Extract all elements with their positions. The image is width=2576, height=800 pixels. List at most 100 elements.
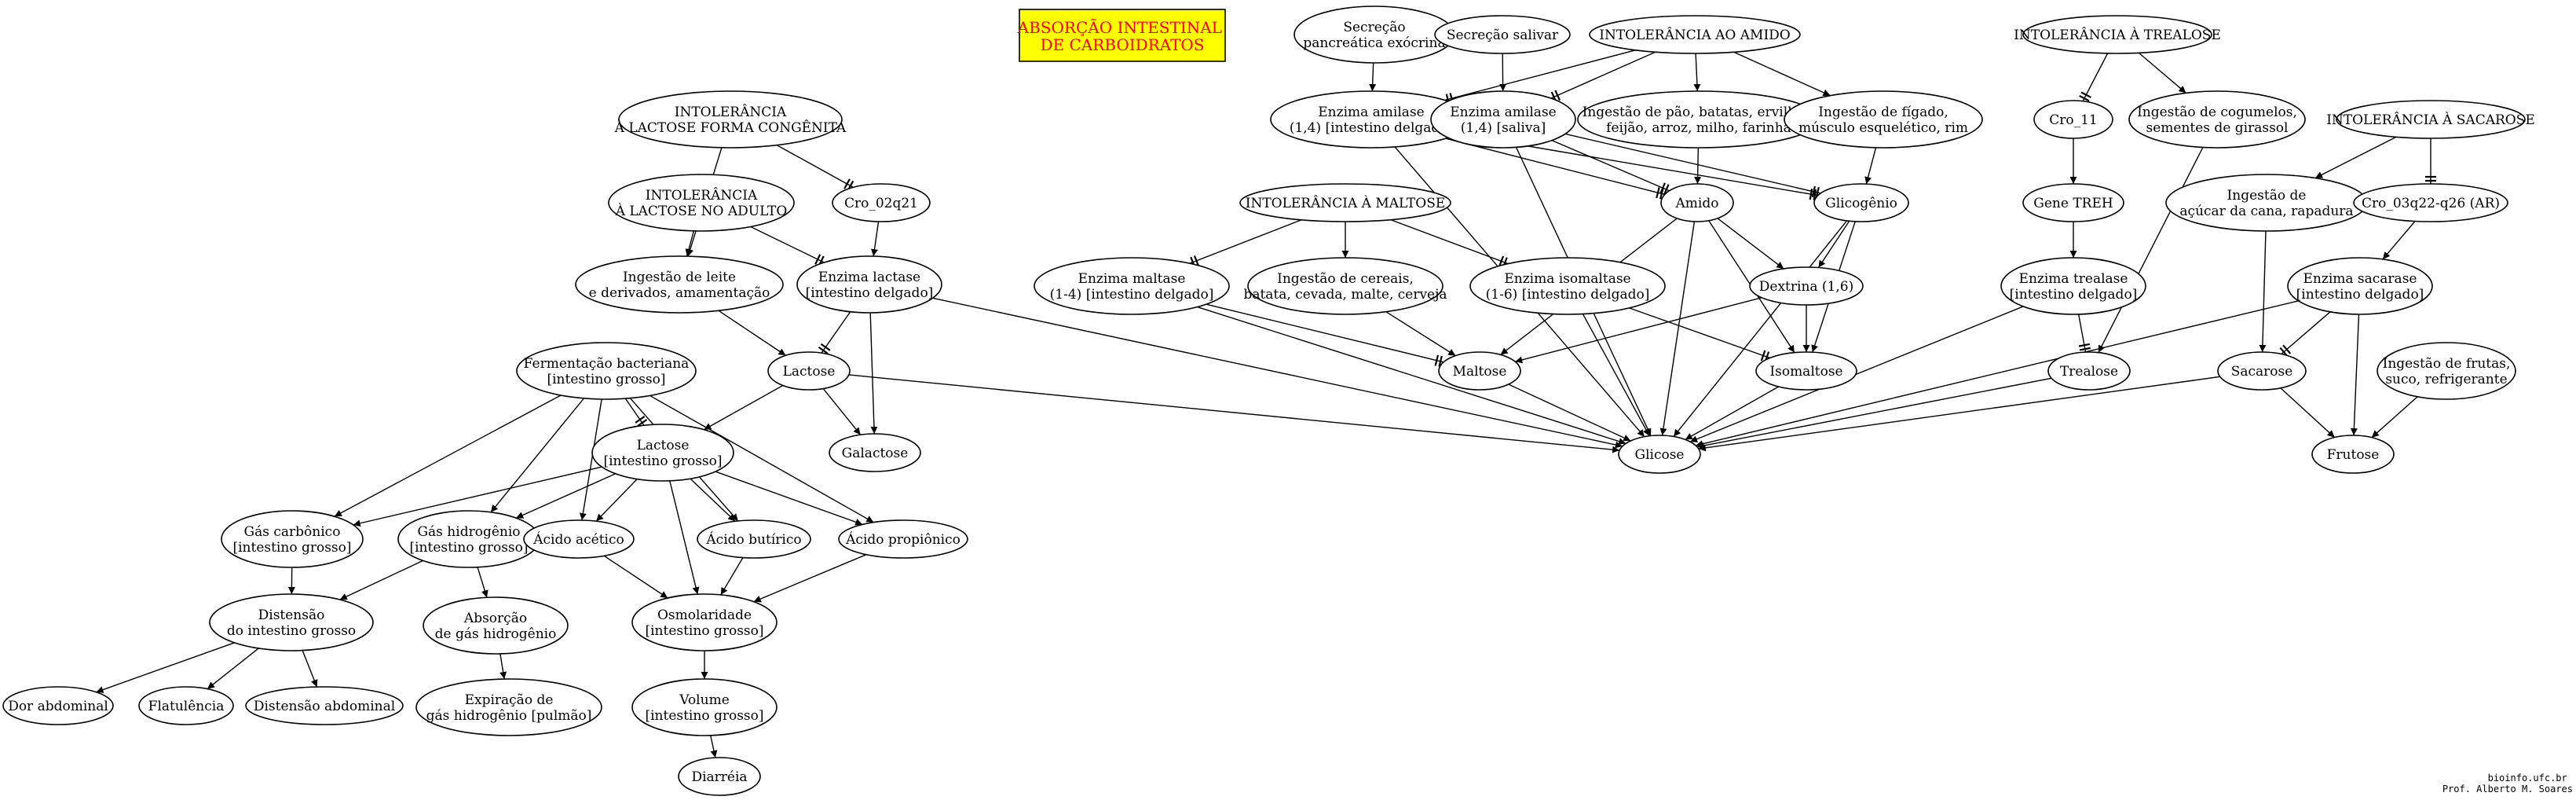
node-label-line: INTOLERÂNCIA xyxy=(646,187,758,204)
edge-intol_trealose-to-ingest_cogumelos xyxy=(2139,52,2186,94)
node-cro_03q22: Cro_03q22-q26 (AR) xyxy=(2353,183,2508,222)
node-ellipse xyxy=(423,596,569,655)
edge-enz_amilase_id-to-amido xyxy=(1445,138,1665,200)
node-label: Distensão abdominal xyxy=(254,699,395,714)
edge-line xyxy=(339,560,423,600)
node-enz_trealase: Enzima trealase[intestino delgado] xyxy=(2000,257,2146,315)
edge-line xyxy=(704,384,784,431)
inhibition-mark xyxy=(1813,189,1817,201)
edge-volume-to-diarreia xyxy=(710,735,718,758)
inhibition-mark xyxy=(1659,182,1666,194)
edge-cro_02q21-to-enz_lactase xyxy=(871,221,880,257)
node-ellipse xyxy=(838,519,968,559)
node-label-line: Enzima trealase xyxy=(2019,271,2128,287)
node-enz_maltase: Enzima maltase(1-4) [intestino delgado] xyxy=(1034,257,1230,315)
edge-line xyxy=(302,650,318,688)
edge-line xyxy=(579,398,602,521)
edge-fermentacao-to-gas_carb xyxy=(334,394,562,517)
node-ellipse xyxy=(631,678,778,736)
edge-line xyxy=(1189,219,1302,264)
node-ellipse xyxy=(1749,266,1864,306)
edge-fermentacao-to-gas_h2 xyxy=(490,398,585,513)
edge-enz_sacarase-to-glicose xyxy=(1695,300,2299,448)
node-ellipse xyxy=(767,351,851,391)
node-gas_h2: Gás hidrogênio[intestino grosso] xyxy=(397,510,540,568)
node-ellipse xyxy=(2022,183,2124,222)
node-label-line: sementes de girassol xyxy=(2146,120,2289,136)
inhibition-mark xyxy=(1809,189,1813,200)
edge-line xyxy=(869,312,878,435)
node-enz_amilase_id: Enzima amilase(1,4) [intestino delgado] xyxy=(1270,90,1473,149)
node-label: Frutose xyxy=(2327,447,2380,463)
node-gas_carb: Gás carbônico[intestino grosso] xyxy=(221,510,364,568)
edge-enz_lactase-to-galactose xyxy=(869,312,878,435)
node-ellipse xyxy=(2033,100,2113,139)
node-ellipse xyxy=(1247,257,1444,315)
edge-line xyxy=(1445,138,1665,196)
title-line-2: DE CARBOIDRATOS xyxy=(1040,35,1204,54)
edge-isomaltose-to-glicose xyxy=(1685,386,1780,440)
node-label: Ingestão de frutas,suco, refrigerante xyxy=(2383,356,2511,387)
node-label: Cro_11 xyxy=(2049,112,2098,128)
edge-line xyxy=(2098,147,2204,353)
node-label-line: Frutose xyxy=(2327,447,2380,463)
node-enz_sacarase: Enzima sacarase[intestino delgado] xyxy=(2287,257,2433,315)
node-label: INTOLERÂNCIA AO AMIDO xyxy=(1599,27,1791,43)
node-label: Osmolaridade[intestino grosso] xyxy=(645,607,763,639)
edge-line xyxy=(1206,303,1444,363)
edge-intol_trealose-to-cro_11 xyxy=(2079,53,2109,102)
node-ellipse xyxy=(2353,183,2508,222)
node-label-line: Galactose xyxy=(842,446,909,461)
node-label-line: INTOLERÂNCIA xyxy=(675,104,787,120)
node-label: INTOLERÂNCIA À TREALOSE xyxy=(2014,27,2221,43)
edge-glicogenio-to-dextrina xyxy=(1817,220,1850,268)
node-label: INTOLERÂNCIA À SACAROSE xyxy=(2326,112,2535,128)
edge-line xyxy=(595,479,638,522)
node-label-line: [intestino grosso] xyxy=(603,453,722,469)
node-label-line: Ácido propiônico xyxy=(845,531,961,548)
edge-line xyxy=(715,471,863,526)
inhibition-mark xyxy=(2079,347,2091,351)
inhibition-mark xyxy=(635,416,646,424)
node-label-line: Enzima amilase xyxy=(1318,105,1424,120)
node-ellipse xyxy=(796,255,942,314)
node-label-line: Lactose xyxy=(783,364,836,380)
node-label-line: [intestino grosso] xyxy=(409,540,528,556)
node-lactose: Lactose xyxy=(767,351,851,391)
node-ellipse xyxy=(2000,257,2146,315)
node-ellipse xyxy=(618,90,843,149)
edge-line xyxy=(499,653,507,680)
node-label: Lactose[intestino grosso] xyxy=(603,438,722,469)
node-ellipse xyxy=(591,424,734,482)
edge-line xyxy=(2382,221,2416,260)
edge-line xyxy=(624,398,645,426)
node-label-line: Gás carbônico xyxy=(244,524,341,540)
edge-line xyxy=(750,226,825,263)
node-label: Ácido butírico xyxy=(705,531,801,548)
edge-line xyxy=(1369,62,1377,92)
edge-sacarose-to-frutose xyxy=(2280,387,2336,439)
node-label-line: [intestino grosso] xyxy=(547,372,665,387)
edge-line xyxy=(1733,51,1831,97)
node-ellipse xyxy=(631,593,778,651)
node-label: Amido xyxy=(1675,196,1719,211)
edge-ingest_acucar-to-sacarose xyxy=(2259,230,2267,353)
edge-enz_amilase_sal-to-amido xyxy=(1551,139,1670,196)
edge-amido-to-dextrina xyxy=(1717,218,1784,270)
edge-line xyxy=(1695,300,2299,448)
edge-line xyxy=(1564,133,1821,194)
node-label-line: Osmolaridade xyxy=(657,607,752,623)
edge-intol_lac_adulto-to-ingest_leite xyxy=(685,230,695,257)
node-label: Enzima amilase(1,4) [saliva] xyxy=(1450,105,1556,136)
edge-intol_sacarose-to-cro_03q22 xyxy=(2425,138,2436,184)
edge-line xyxy=(1673,220,1848,437)
node-label-line: Cro_11 xyxy=(2049,112,2098,128)
node-label-line: Enzima maltase xyxy=(1078,271,1186,287)
